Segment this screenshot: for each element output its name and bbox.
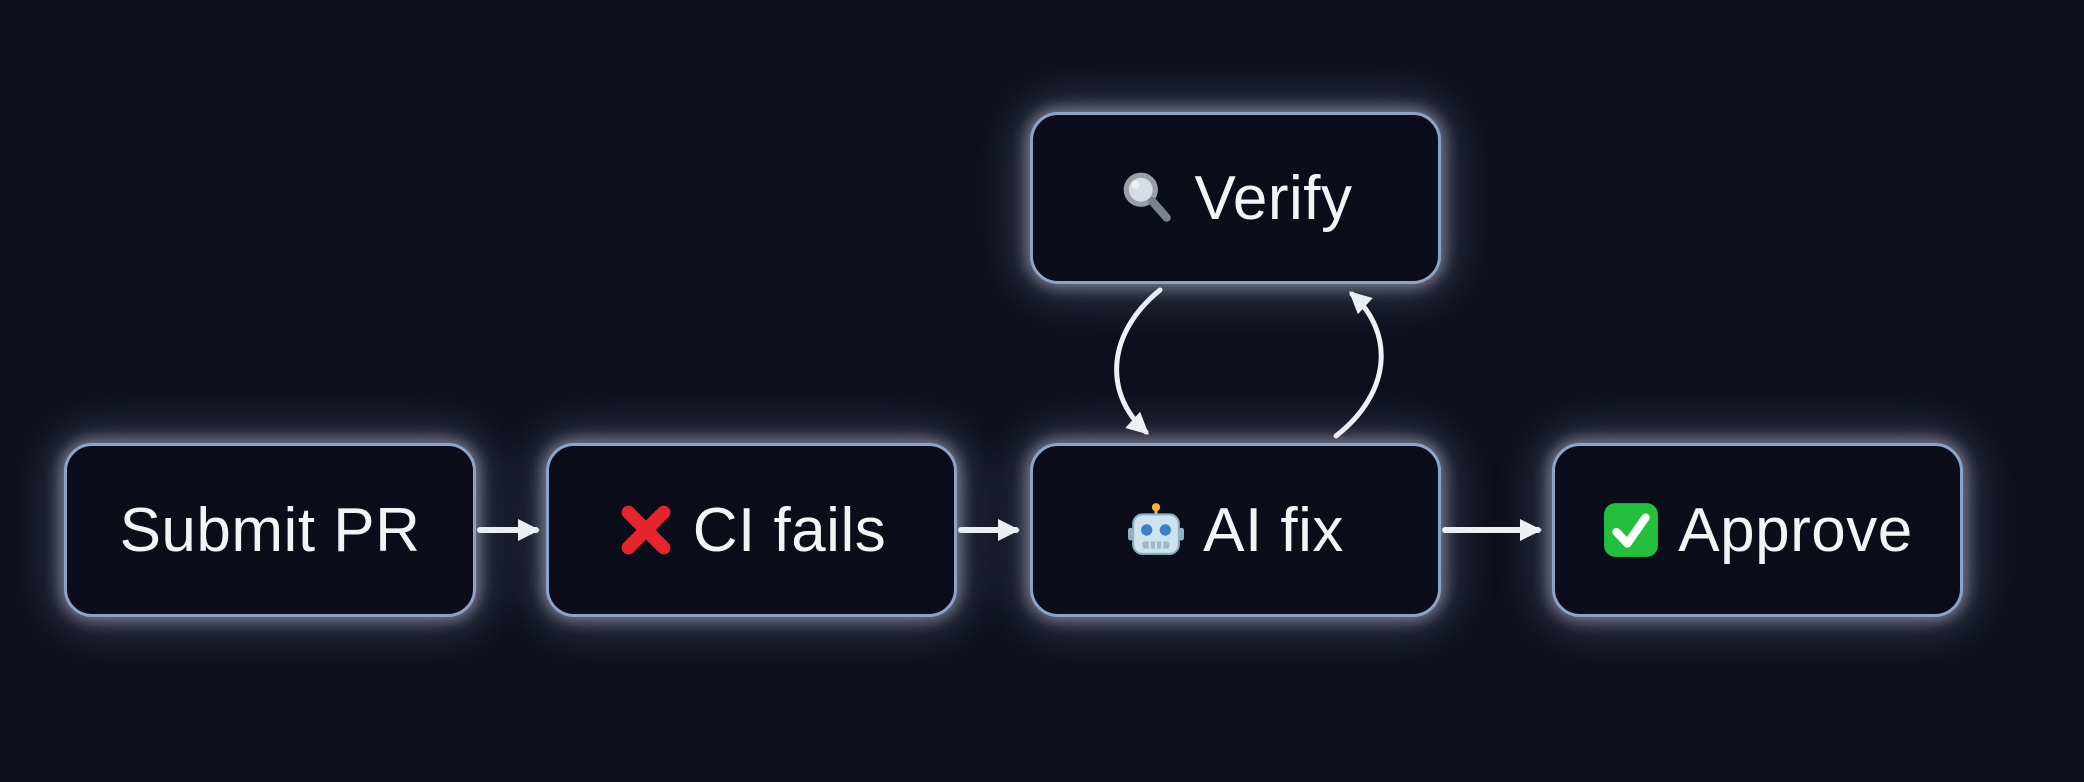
node-verify: Verify (1030, 112, 1441, 284)
edge-verify-to-ai-fix (1114, 287, 1163, 435)
node-submit-pr: Submit PR (64, 443, 476, 617)
node-label: Approve (1678, 495, 1913, 565)
node-label: Verify (1194, 163, 1353, 233)
node-approve: Approve (1552, 443, 1963, 617)
node-label: AI fix (1203, 495, 1344, 565)
check-mark-icon (1602, 501, 1660, 559)
node-ci-fails: CI fails (546, 443, 957, 617)
node-ai-fix: AI fix (1030, 443, 1441, 617)
edge-ai-fix-to-verify (1333, 291, 1384, 439)
magnifying-glass-icon (1118, 169, 1176, 227)
node-label: Submit PR (119, 495, 421, 565)
node-label: CI fails (692, 495, 887, 565)
robot-icon (1127, 501, 1185, 559)
cross-mark-icon (617, 501, 675, 559)
